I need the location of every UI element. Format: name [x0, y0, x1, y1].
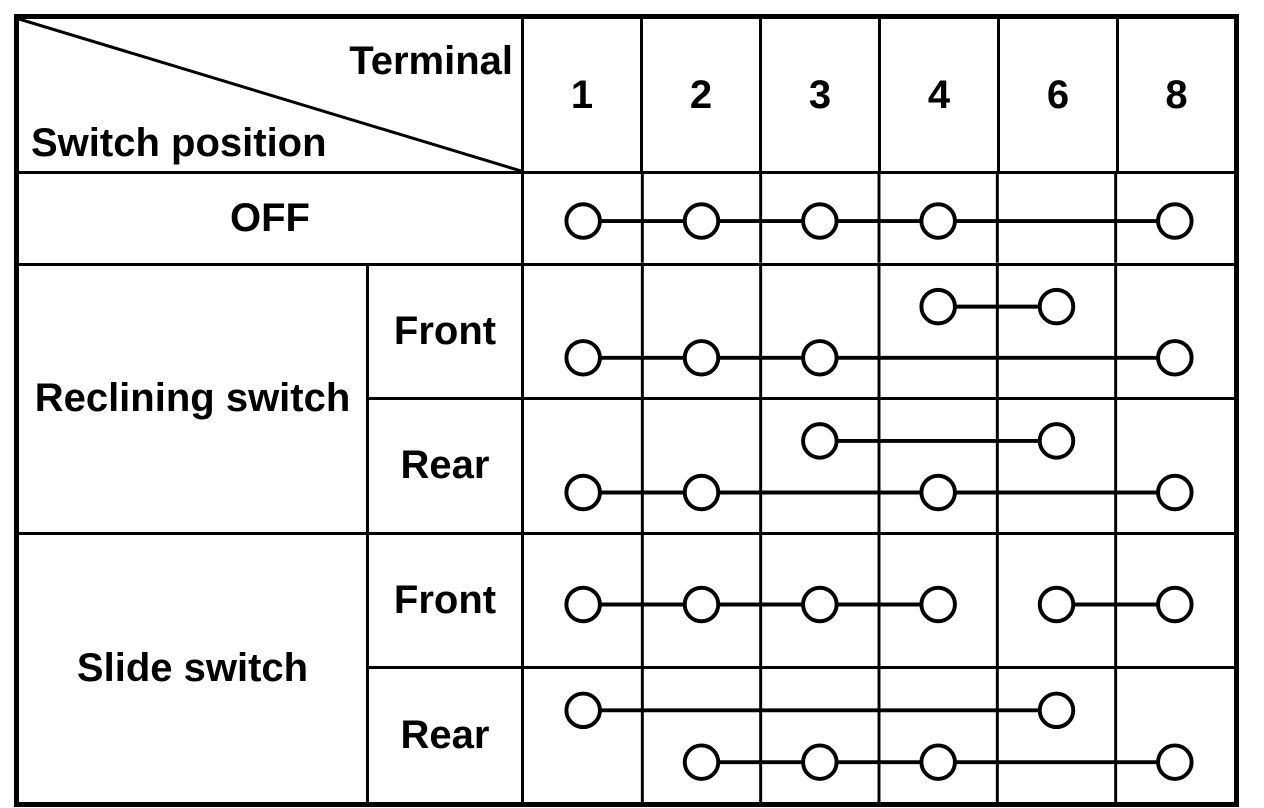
row-off: OFF	[15, 171, 1238, 266]
terminal-circle	[801, 743, 839, 782]
terminal-circle	[564, 473, 602, 512]
terminal-circle	[1037, 585, 1076, 624]
terminal-circle	[919, 202, 957, 240]
continuity-row-svg-slide-rear	[564, 669, 1194, 803]
sub-label-slide-rear: Rear	[366, 666, 524, 807]
switch-continuity-diagram: Terminal Switch position 1 2 3 4 6 8 OFF…	[14, 14, 1239, 808]
row-slide-front: Slide switch Front	[15, 532, 1238, 807]
terminal-circle	[801, 585, 839, 624]
terminal-column-header-2: 2	[640, 15, 762, 174]
terminal-circle	[801, 422, 839, 460]
continuity-row-svg-off	[564, 174, 1194, 263]
terminal-circle	[1037, 422, 1076, 460]
terminal-circle	[1156, 473, 1194, 512]
row-reclining-front: Reclining switch Front	[15, 262, 1238, 536]
terminal-circle	[564, 691, 602, 730]
terminal-column-header-4: 4	[878, 15, 1000, 174]
terminal-circle	[801, 202, 839, 240]
terminal-circle	[682, 338, 721, 377]
continuity-row-svg-reclining-front	[564, 265, 1194, 397]
group-label-slide-switch: Slide switch	[15, 532, 369, 807]
terminal-circle	[564, 585, 602, 624]
sub-label-slide-front: Front	[366, 532, 524, 670]
terminal-circle	[1037, 287, 1076, 326]
continuity-cells-reclining-rear	[521, 396, 1238, 536]
terminal-circle	[919, 473, 957, 512]
row-label-off: OFF	[15, 171, 524, 266]
continuity-cells-reclining-front	[521, 262, 1238, 400]
header-row: Terminal Switch position 1 2 3 4 6 8	[15, 15, 1238, 174]
terminal-circle	[919, 743, 957, 782]
row-slide-rear: Rear	[17, 666, 1238, 807]
row-reclining-rear: Rear	[17, 396, 1238, 536]
diagonal-divider-line	[19, 19, 521, 171]
terminal-circle	[682, 743, 721, 782]
terminal-circle	[682, 202, 721, 240]
terminal-column-header-8: 8	[1116, 15, 1238, 174]
group-label-reclining-switch: Reclining switch	[15, 262, 369, 536]
terminal-circle	[919, 585, 957, 624]
continuity-table: Terminal Switch position 1 2 3 4 6 8 OFF…	[14, 14, 1239, 808]
switch-position-axis-label: Switch position	[31, 121, 327, 165]
terminal-circle	[1156, 338, 1194, 377]
terminal-circle	[919, 287, 957, 326]
terminal-circle	[801, 338, 839, 377]
terminal-circle	[682, 473, 721, 512]
terminal-axis-label: Terminal	[349, 39, 513, 83]
continuity-row-svg-reclining-rear	[564, 399, 1194, 533]
terminal-circle	[1156, 743, 1194, 782]
terminal-column-header-6: 6	[997, 15, 1119, 174]
terminal-circle	[1037, 691, 1076, 730]
terminal-circle	[1156, 585, 1194, 624]
continuity-cells-off	[521, 171, 1238, 266]
continuity-cells-slide-rear	[521, 666, 1238, 807]
terminal-column-header-1: 1	[521, 15, 643, 174]
sub-label-reclining-rear: Rear	[366, 396, 524, 536]
header-corner-cell: Terminal Switch position	[15, 15, 524, 174]
continuity-cells-slide-front	[521, 532, 1238, 670]
terminal-circle	[1156, 202, 1194, 240]
terminal-circle	[564, 202, 602, 240]
terminal-column-header-3: 3	[759, 15, 881, 174]
continuity-row-svg-slide-front	[564, 535, 1194, 667]
sub-label-reclining-front: Front	[366, 262, 524, 400]
terminal-circle	[564, 338, 602, 377]
terminal-circle	[682, 585, 721, 624]
